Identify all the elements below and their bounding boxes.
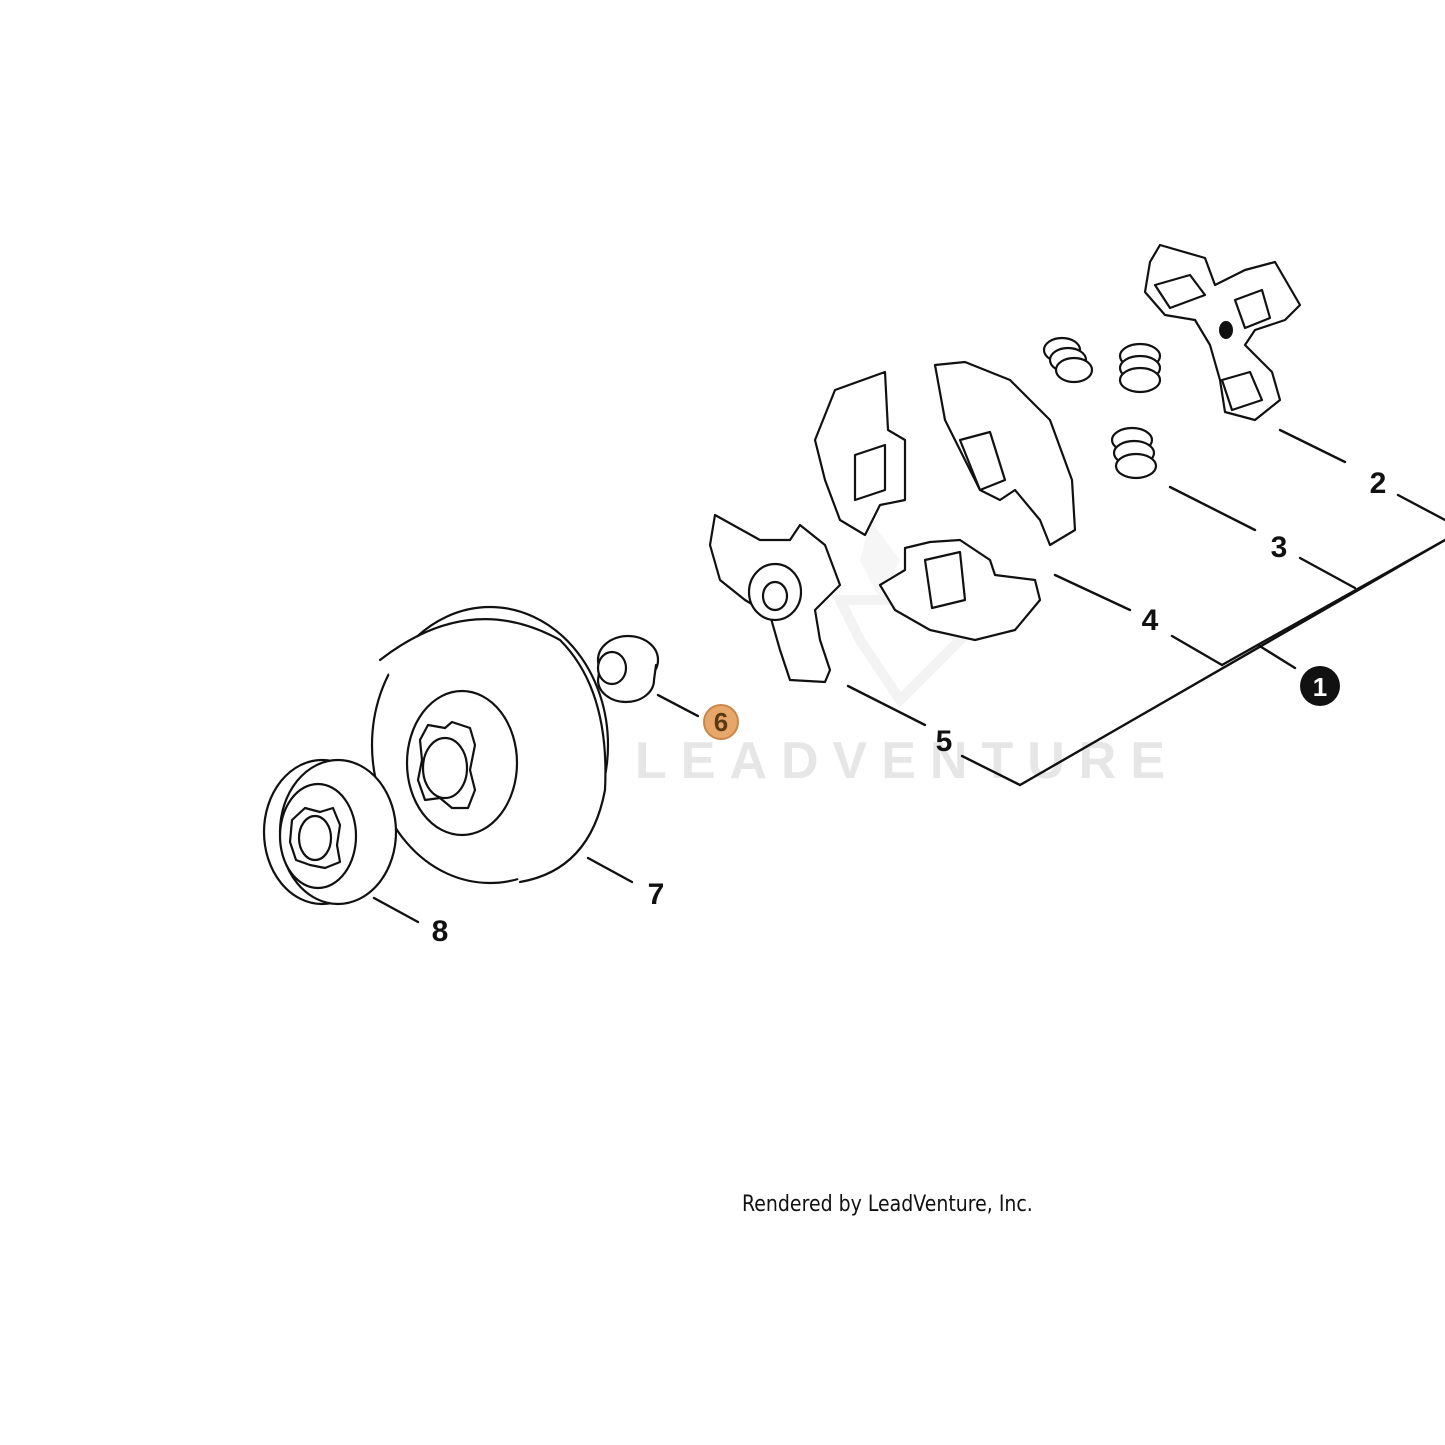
- part-2-clutch-carrier[interactable]: [1143, 243, 1302, 422]
- callout-7[interactable]: 7: [648, 878, 665, 911]
- callout-8[interactable]: 8: [432, 915, 449, 948]
- callout-2[interactable]: 2: [1370, 467, 1387, 500]
- spring-a: [1042, 336, 1094, 384]
- part-5-clutch-hub[interactable]: [708, 513, 842, 684]
- callout-4[interactable]: 4: [1142, 604, 1159, 637]
- part-7-clutch-drum[interactable]: [370, 605, 610, 885]
- callout-1[interactable]: 1: [1300, 666, 1340, 706]
- callout-5[interactable]: 5: [936, 725, 953, 758]
- callout-1-label: 1: [1313, 672, 1327, 702]
- part-3-springs[interactable]: [1042, 336, 1162, 480]
- part-4-clutch-shoes[interactable]: [813, 360, 1077, 642]
- footer-credit: Rendered by LeadVenture, Inc.: [742, 1192, 1033, 1217]
- watermark-text: LEADVENTURE: [635, 732, 1179, 790]
- callout-6[interactable]: 6: [703, 704, 739, 740]
- callout-3[interactable]: 3: [1271, 531, 1288, 564]
- part-8-rim-sprocket[interactable]: [262, 758, 398, 906]
- leader-lines: [372, 428, 1445, 924]
- spring-c: [1110, 426, 1158, 480]
- part-6-needle-bearing[interactable]: [596, 634, 660, 704]
- callout-6-label: 6: [714, 707, 728, 737]
- spring-b: [1118, 342, 1162, 394]
